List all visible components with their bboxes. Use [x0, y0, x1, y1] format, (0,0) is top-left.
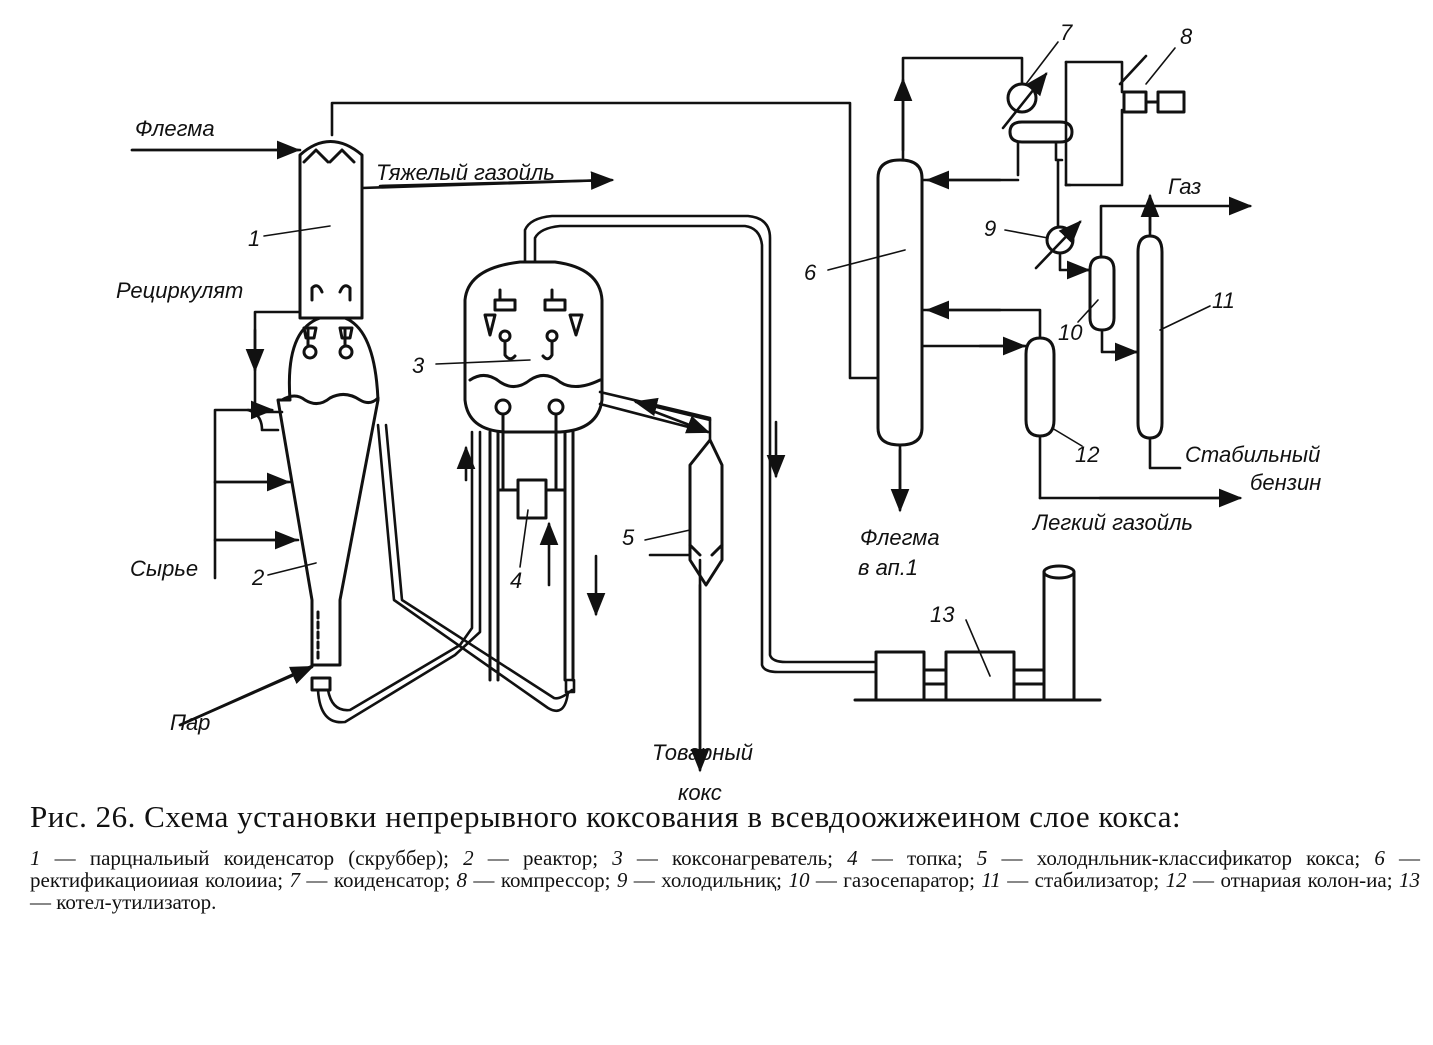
number-2: 2	[251, 565, 264, 590]
label-product-coke-1: Товарный	[652, 740, 753, 765]
legend-text: — холоднльник-классификатор кокса;	[987, 846, 1375, 870]
cooler-classifier-vessel	[688, 438, 724, 587]
legend-text: — коиденсатор;	[299, 868, 457, 892]
label-gas: Газ	[1168, 174, 1201, 199]
legend-text: — топка;	[857, 846, 977, 870]
process-piping	[130, 56, 1232, 762]
legend-number: 8	[456, 868, 467, 892]
legend-number: 12	[1165, 868, 1187, 892]
caption-legend: 1 — парцнальиый коиденсатор (скруббер); …	[30, 847, 1420, 913]
legend-text: — ректификациоииая колоииа;	[30, 846, 1421, 892]
cooler-unit	[1045, 225, 1075, 255]
compressor-unit	[1122, 90, 1186, 114]
label-feed: Сырье	[130, 556, 198, 581]
legend-number: 1	[30, 846, 41, 870]
flow-arrows	[130, 54, 1253, 773]
legend-text: — коксонагреватель;	[622, 846, 848, 870]
number-1: 1	[248, 226, 260, 251]
legend-number: 13	[1398, 868, 1420, 892]
legend-text: — реактор;	[473, 846, 613, 870]
label-stable-gasoline-1: Стабильный	[1185, 442, 1320, 467]
number-5: 5	[622, 525, 635, 550]
legend-number: 4	[847, 846, 858, 870]
legend-text: — холодильниқ;	[627, 868, 789, 892]
legend-text: — газосепаратор;	[809, 868, 982, 892]
legend-text: — котел-утилизатор.	[30, 890, 217, 914]
label-heavy-gasoil: Тяжелый газойль	[376, 160, 555, 185]
condenser-unit	[1006, 82, 1074, 144]
number-11: 11	[1212, 288, 1235, 313]
waste-heat-boiler	[853, 564, 1102, 702]
legend-text: — стабилизатор;	[1000, 868, 1166, 892]
label-stable-gasoline-2: бензин	[1250, 470, 1321, 495]
number-13: 13	[930, 602, 955, 627]
number-12: 12	[1075, 442, 1099, 467]
legend-text: — компрессор;	[466, 868, 617, 892]
furnace-box	[498, 414, 567, 520]
reactor-vessel	[276, 316, 380, 692]
coke-heater-vessel	[463, 260, 604, 682]
legend-number: 5	[976, 846, 988, 870]
legend-number: 3	[612, 846, 623, 870]
label-steam: Пар	[170, 710, 210, 735]
legend-number: 7	[289, 868, 300, 892]
label-flegma-out-1: Флегма	[860, 525, 940, 550]
label-light-gasoil: Легкий газойль	[1031, 510, 1193, 535]
gas-separator	[1088, 255, 1116, 332]
rectification-column	[876, 158, 924, 447]
number-9: 9	[984, 216, 996, 241]
legend-number: 6	[1374, 846, 1385, 870]
number-3: 3	[412, 353, 425, 378]
label-product-coke-2: кокс	[678, 780, 722, 800]
legend-number: 10	[788, 868, 810, 892]
number-7: 7	[1060, 20, 1073, 45]
number-4: 4	[510, 568, 522, 593]
legend-number: 11	[981, 868, 1001, 892]
stabilizer-column	[1136, 234, 1164, 440]
number-8: 8	[1180, 24, 1193, 49]
legend-text: — отнариая колон-иа;	[1186, 868, 1399, 892]
legend-text: — парцнальиый коиденсатор (скруббер);	[40, 846, 464, 870]
label-flegma-out-2: в ап.1	[858, 555, 918, 580]
number-6: 6	[804, 260, 817, 285]
stripping-column	[1024, 336, 1056, 438]
scrubber-vessel	[298, 140, 364, 320]
label-flegma-in: Флегма	[135, 116, 215, 141]
process-flow-diagram: Флегма Тяжелый газойль Рециркулят Сырье …	[116, 20, 1321, 800]
caption-title: Рис. 26. Схема установки непрерывного ко…	[30, 799, 1182, 834]
label-recirculate: Рециркулят	[116, 278, 243, 303]
number-10: 10	[1058, 320, 1083, 345]
legend-number: 9	[616, 868, 628, 892]
leader-lines	[263, 41, 1211, 677]
figure-caption: Рис. 26. Схема установки непрерывного ко…	[30, 800, 1420, 913]
legend-number: 2	[463, 846, 474, 870]
